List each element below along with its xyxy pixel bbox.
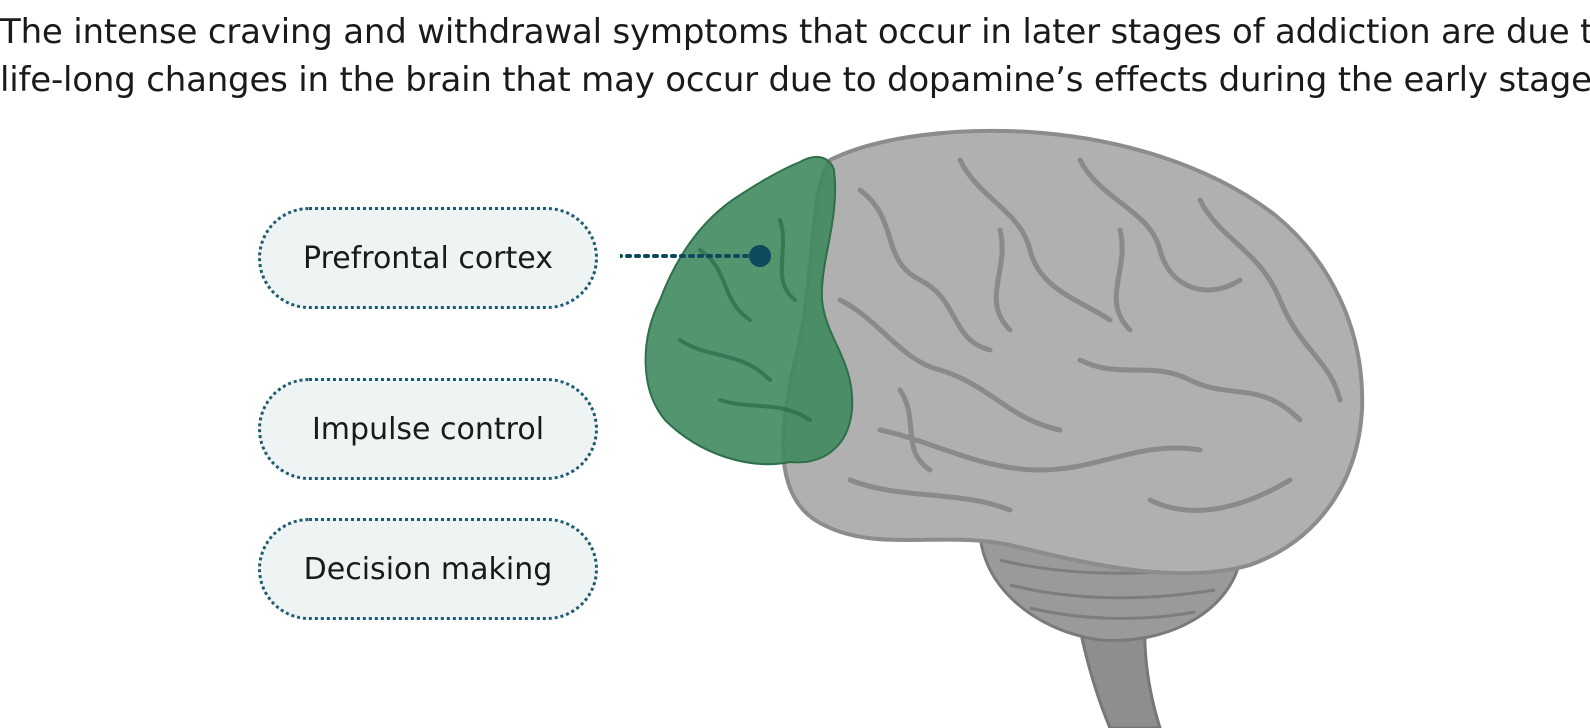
prefrontal-region (646, 157, 853, 464)
label-impulse-control: Impulse control (258, 378, 598, 480)
caption-line-2: life-long changes in the brain that may … (0, 56, 1590, 104)
label-prefrontal-cortex: Prefrontal cortex (258, 207, 598, 309)
label-text: Decision making (304, 552, 553, 587)
marker-dot (749, 245, 771, 267)
label-text: Impulse control (312, 412, 544, 447)
caption-line-1: The intense craving and withdrawal sympt… (0, 8, 1590, 56)
caption: The intense craving and withdrawal sympt… (0, 8, 1590, 104)
label-decision-making: Decision making (258, 518, 598, 620)
label-text: Prefrontal cortex (303, 241, 553, 276)
brain-icon (620, 120, 1400, 728)
